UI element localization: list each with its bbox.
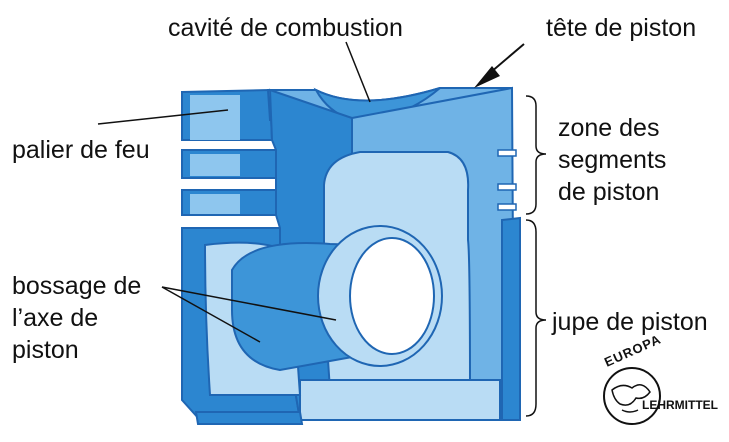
leader-boss-1 [161,286,261,343]
leader-top-land [97,109,229,125]
piston-left-face-highlight [190,95,240,214]
arrowhead-head [474,66,500,88]
label-ring-zone: zone des segments de piston [558,114,667,206]
pin-bore-hole [349,237,435,355]
logo-word-lehrmittel: LEHRMITTEL [642,398,718,412]
label-skirt: jupe de piston [552,308,708,336]
brace-skirt [525,219,547,417]
skirt-right-band [501,216,521,421]
label-piston-head: tête de piston [546,14,697,42]
ring-grooves-right [497,149,517,211]
label-combustion-cavity: cavité de combustion [168,14,403,42]
publisher-logo [603,367,661,425]
leader-boss-2 [161,286,337,321]
label-top-land: palier de feu [12,136,150,164]
brace-ring-zone [525,95,547,215]
piston-bottom-edge [194,411,304,425]
skirt-inner-lower [299,379,501,421]
label-pin-boss: bossage de l’axe de piston [12,272,142,364]
leader-cavity [345,41,371,103]
